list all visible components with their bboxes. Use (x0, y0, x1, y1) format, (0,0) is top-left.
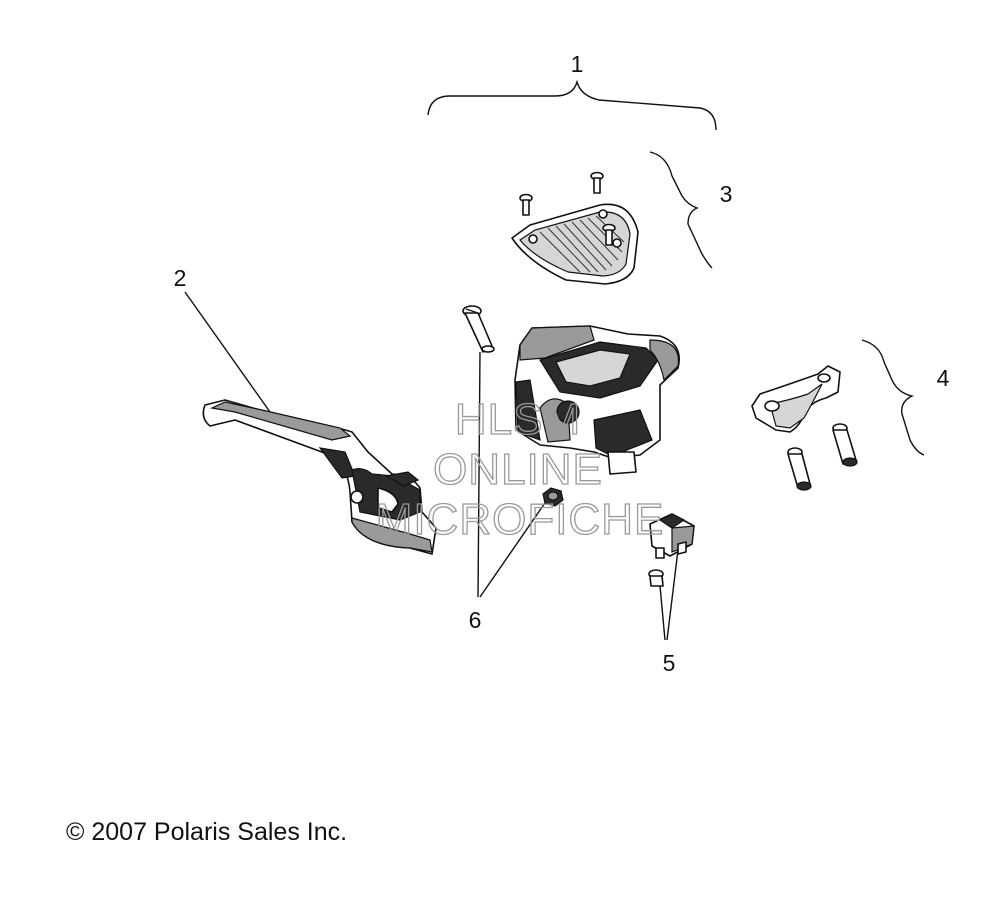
callout-6: 6 (469, 607, 482, 633)
callout-5: 5 (663, 650, 676, 676)
bracket-1 (427, 79, 717, 131)
watermark-line3: MICROFICHE (376, 495, 665, 544)
callout-4: 4 (937, 365, 950, 391)
clamp-bolt-right (832, 423, 858, 467)
watermark: HLSM ONLINE MICROFICHE (375, 394, 665, 544)
brake-lever (202, 399, 437, 555)
bracket-4 (861, 339, 925, 456)
cover-screw-front (602, 223, 616, 246)
watermark-line1: HLSM (455, 395, 581, 444)
bracket-3 (649, 151, 713, 269)
cover-screw-left (519, 193, 533, 216)
leader-2 (184, 291, 271, 413)
master-cylinder-body (514, 325, 680, 475)
switch-screw (648, 569, 664, 587)
leader-5a (659, 585, 666, 641)
callout-3: 3 (720, 181, 733, 207)
cover-screw-right (590, 171, 604, 194)
watermark-line2: ONLINE (433, 445, 603, 494)
handlebar-clamp (751, 365, 841, 433)
clamp-bolt-left (787, 447, 812, 491)
brake-switch (649, 513, 695, 559)
nut (542, 487, 564, 507)
copyright-notice: © 2007 Polaris Sales Inc. (66, 818, 348, 846)
pivot-bolt (462, 305, 495, 353)
leader-5b (666, 549, 679, 641)
callout-1: 1 (571, 51, 584, 77)
leader-6b (479, 499, 548, 598)
reservoir-cover (511, 203, 639, 285)
leader-6a (477, 351, 481, 598)
callout-2: 2 (174, 265, 187, 291)
